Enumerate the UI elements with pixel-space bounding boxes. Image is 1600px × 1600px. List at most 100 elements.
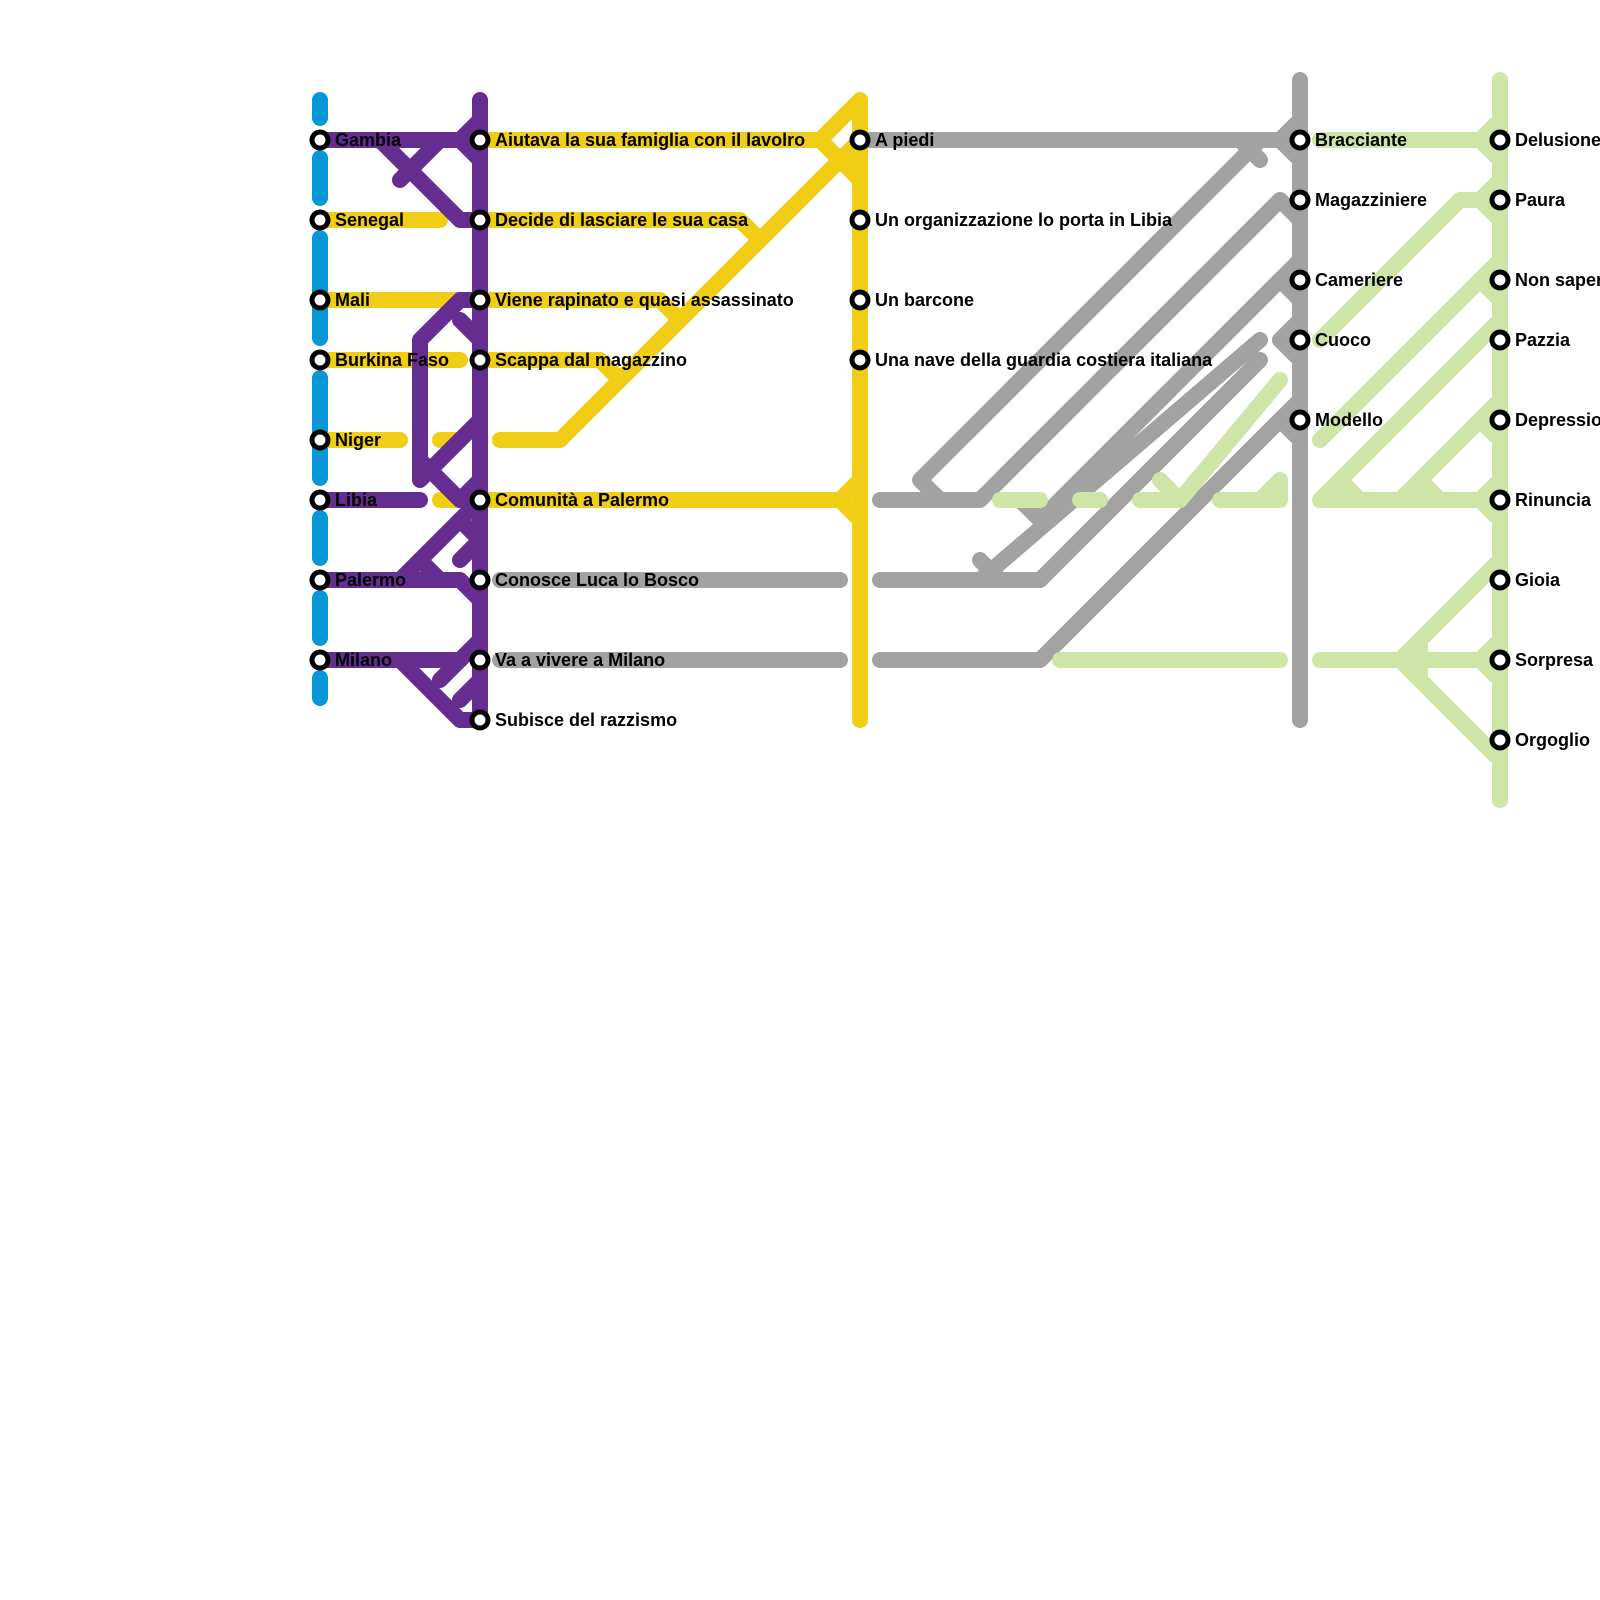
station-modello[interactable] — [1289, 409, 1311, 431]
station-cameriere[interactable] — [1289, 269, 1311, 291]
label-milano-vive: Va a vivere a Milano — [495, 650, 665, 670]
station-conosce[interactable] — [469, 569, 491, 591]
green-segment — [1412, 472, 1448, 508]
label-libia: Libia — [335, 490, 378, 510]
green-segment — [1472, 652, 1508, 688]
station-palermo[interactable] — [309, 569, 331, 591]
label-rinuncia: Rinuncia — [1515, 490, 1592, 510]
label-burkina-faso: Burkina Faso — [335, 350, 449, 370]
green-segment — [1472, 492, 1508, 528]
station-gambia[interactable] — [309, 129, 331, 151]
station-burkina-faso[interactable] — [309, 349, 331, 371]
gray-segment — [1272, 132, 1308, 168]
label-gambia: Gambia — [335, 130, 402, 150]
station-depressione[interactable] — [1489, 409, 1511, 431]
purple-segment — [312, 92, 488, 728]
station-delusione[interactable] — [1489, 129, 1511, 151]
station-paura[interactable] — [1489, 189, 1511, 211]
green-segment — [1472, 132, 1508, 168]
yellow-line — [312, 92, 868, 728]
label-aiutava: Aiutava la sua famiglia con il lavolro — [495, 130, 805, 150]
station-razzismo[interactable] — [469, 709, 491, 731]
station-scappa[interactable] — [469, 349, 491, 371]
station-a-piedi[interactable] — [849, 129, 871, 151]
gray-segment — [912, 132, 1268, 508]
stations — [309, 129, 1511, 751]
gray-segment — [1012, 272, 1288, 528]
label-senegal: Senegal — [335, 210, 404, 230]
purple-segment — [452, 672, 488, 708]
station-milano-vive[interactable] — [469, 649, 491, 671]
gray-segment — [872, 412, 1288, 668]
green-segment — [1312, 472, 1348, 508]
label-comunita: Comunità a Palermo — [495, 490, 669, 510]
label-decide: Decide di lasciare le sua casa — [495, 210, 749, 230]
station-organizzazione[interactable] — [849, 209, 871, 231]
label-orgoglio: Orgoglio — [1515, 730, 1590, 750]
green-segment — [1152, 472, 1188, 508]
station-labels: Gambia Senegal Mali Burkina Faso Niger L… — [335, 130, 1600, 750]
station-mali[interactable] — [309, 289, 331, 311]
label-bracciante: Bracciante — [1315, 130, 1407, 150]
yellow-segment — [472, 92, 868, 728]
yellow-segment — [472, 292, 688, 328]
label-nave: Una nave della guardia costiera italiana — [875, 350, 1213, 370]
station-senegal[interactable] — [309, 209, 331, 231]
gray-line — [492, 72, 1308, 728]
station-pazzia[interactable] — [1489, 329, 1511, 351]
station-aiutava[interactable] — [469, 129, 491, 151]
purple-segment — [432, 652, 468, 688]
label-gioia: Gioia — [1515, 570, 1561, 590]
label-rapinato: Viene rapinato e quasi assassinato — [495, 290, 794, 310]
label-delusione: Delusione — [1515, 130, 1600, 150]
station-magazziniere[interactable] — [1289, 189, 1311, 211]
purple-line — [312, 92, 488, 728]
station-barcone[interactable] — [849, 289, 871, 311]
yellow-segment — [832, 492, 868, 528]
purple-segment — [392, 632, 488, 668]
green-segment — [1212, 472, 1288, 508]
green-line — [992, 72, 1508, 808]
yellow-segment — [472, 352, 628, 388]
green-segment — [1472, 192, 1508, 228]
station-cuoco[interactable] — [1289, 329, 1311, 351]
label-razzismo: Subisce del razzismo — [495, 710, 677, 730]
station-sorpresa[interactable] — [1489, 649, 1511, 671]
green-segment — [1472, 272, 1508, 308]
station-libia[interactable] — [309, 489, 331, 511]
green-segment — [1472, 412, 1508, 448]
label-a-piedi: A piedi — [875, 130, 934, 150]
station-bracciante[interactable] — [1289, 129, 1311, 151]
purple-segment — [412, 292, 488, 488]
station-nave[interactable] — [849, 349, 871, 371]
station-decide[interactable] — [469, 209, 491, 231]
station-orgoglio[interactable] — [1489, 729, 1511, 751]
label-scappa: Scappa dal magazzino — [495, 350, 687, 370]
station-non-sapere[interactable] — [1489, 269, 1511, 291]
station-gioia[interactable] — [1489, 569, 1511, 591]
yellow-segment — [492, 132, 868, 448]
label-cuoco: Cuoco — [1315, 330, 1371, 350]
station-niger[interactable] — [309, 429, 331, 451]
station-rinuncia[interactable] — [1489, 489, 1511, 511]
gray-segment — [872, 192, 1288, 508]
label-depressione: Depressione — [1515, 410, 1600, 430]
yellow-segment — [472, 212, 768, 248]
station-rapinato[interactable] — [469, 289, 491, 311]
purple-segment — [412, 552, 448, 588]
gray-segment — [1272, 332, 1308, 368]
label-modello: Modello — [1315, 410, 1383, 430]
label-milano: Milano — [335, 650, 392, 670]
label-mali: Mali — [335, 290, 370, 310]
gray-segment — [1272, 272, 1308, 308]
purple-segment — [392, 132, 448, 188]
station-milano[interactable] — [309, 649, 331, 671]
station-comunita[interactable] — [469, 489, 491, 511]
label-conosce: Conosce Luca lo Bosco — [495, 570, 699, 590]
gray-segment — [972, 552, 1008, 588]
label-pazzia: Pazzia — [1515, 330, 1571, 350]
label-magazziniere: Magazziniere — [1315, 190, 1427, 210]
label-sorpresa: Sorpresa — [1515, 650, 1594, 670]
label-palermo: Palermo — [335, 570, 406, 590]
